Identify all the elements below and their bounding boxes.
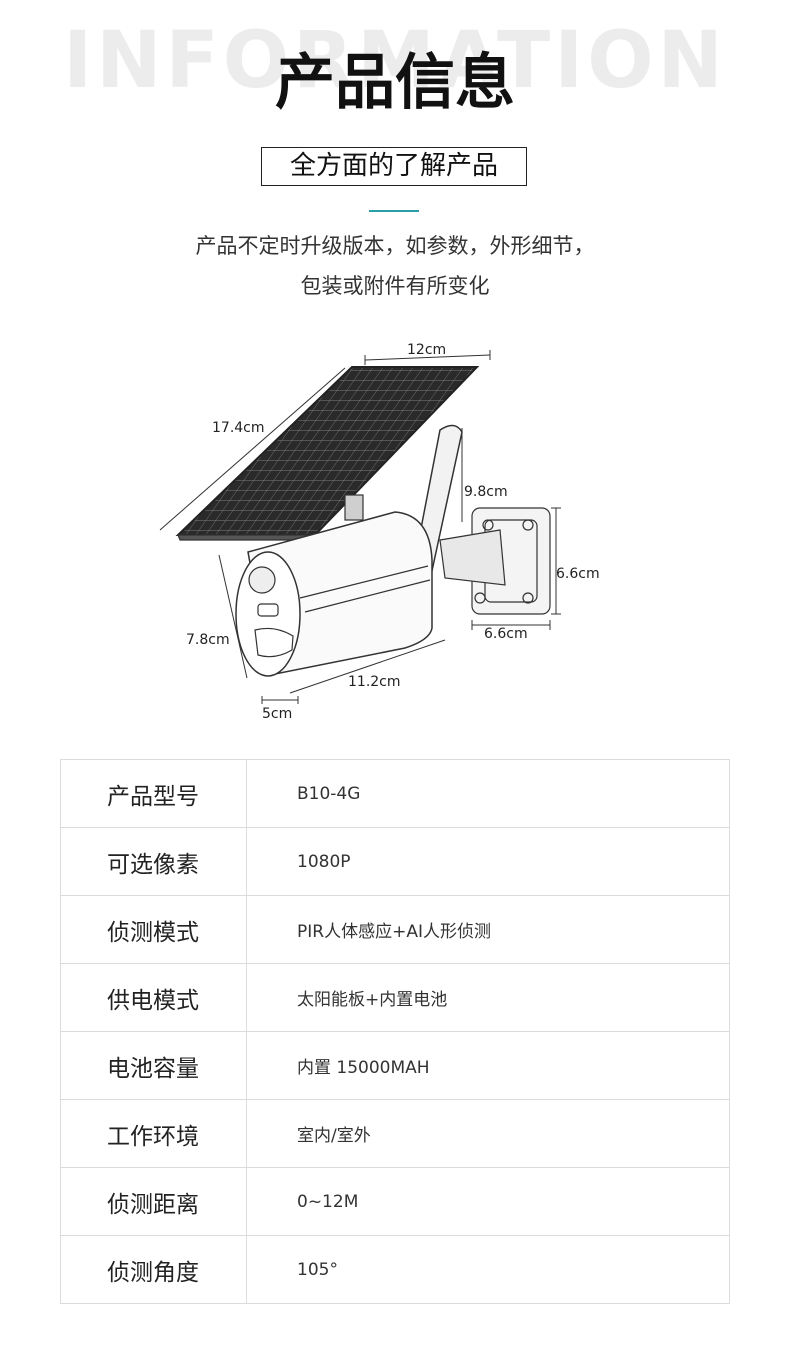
background-watermark-word: INFORMATION [63,16,727,106]
dim-mount-width-label: 6.6cm [484,626,528,642]
dim-panel-length-label: 17.4cm [212,420,265,436]
page-subtitle: 全方面的了解产品 [261,147,527,186]
product-dimension-diagram: 12cm 17.4cm 9.8cm 6.6cm 6.6cm 7.8cm 11.2… [159,342,600,722]
spec-label: 工作环境 [60,1099,247,1168]
spec-label: 供电模式 [60,963,247,1032]
spec-value: 105° [246,1235,730,1304]
spec-label: 产品型号 [60,759,247,828]
table-row: 电池容量 内置 15000MAH [60,1031,730,1100]
spec-label: 侦测距离 [60,1167,247,1236]
spec-value: PIR人体感应+AI人形侦测 [246,895,730,964]
notice-line-2: 包装或附件有所变化 [300,274,490,298]
spec-value: 1080P [246,827,730,896]
dim-body-height-label: 7.8cm [186,632,230,648]
spec-label: 侦测角度 [60,1235,247,1304]
mount-bracket [344,494,551,615]
spec-value: 内置 15000MAH [246,1031,730,1100]
dim-panel-width-label: 12cm [407,342,446,358]
update-notice: 产品不定时升级版本，如参数，外形细节， 包装或附件有所变化 [0,226,790,306]
dim-lens-depth-label: 5cm [262,706,292,722]
dim-antenna-height-label: 9.8cm [464,484,508,500]
dim-body-length-label: 11.2cm [348,674,401,690]
spec-label: 可选像素 [60,827,247,896]
dimension-lines [159,350,561,704]
table-row: 工作环境 室内/室外 [60,1099,730,1168]
page-title: 产品信息 [275,48,515,118]
notice-line-1: 产品不定时升级版本，如参数，外形细节， [195,234,595,258]
table-row: 侦测距离 0~12M [60,1167,730,1236]
table-row: 产品型号 B10-4G [60,759,730,828]
spec-value: 室内/室外 [246,1099,730,1168]
table-row: 侦测角度 105° [60,1235,730,1304]
table-row: 可选像素 1080P [60,827,730,896]
camera-body [235,511,433,677]
spec-label: 电池容量 [60,1031,247,1100]
spec-value: 0~12M [246,1167,730,1236]
dim-mount-height-label: 6.6cm [556,566,600,582]
spec-value: 太阳能板+内置电池 [246,963,730,1032]
spec-table: 产品型号 B10-4G 可选像素 1080P 侦测模式 PIR人体感应+AI人形… [60,759,730,1304]
table-row: 供电模式 太阳能板+内置电池 [60,963,730,1032]
accent-divider [369,210,419,212]
table-row: 侦测模式 PIR人体感应+AI人形侦测 [60,895,730,964]
spec-value: B10-4G [246,759,730,828]
spec-label: 侦测模式 [60,895,247,964]
